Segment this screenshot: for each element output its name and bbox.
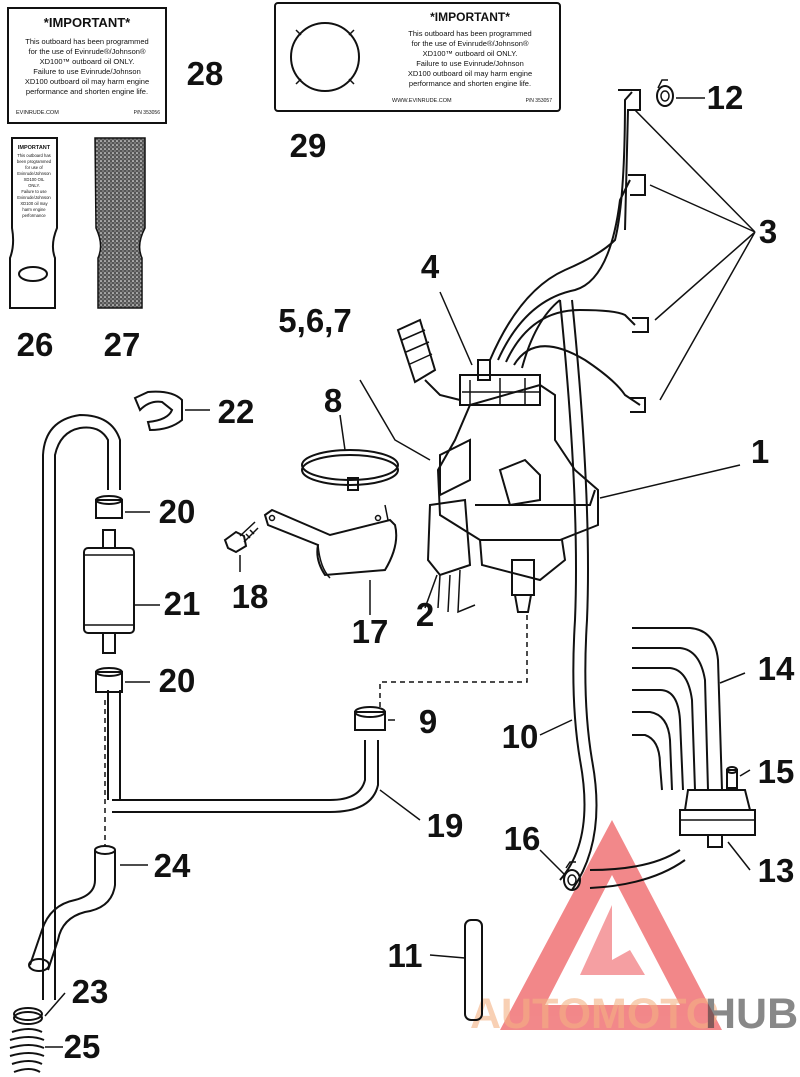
bolt-18: [223, 521, 259, 554]
tag-26-line: Failure to use: [21, 189, 47, 194]
tag-26-line: for use of: [25, 165, 43, 170]
clip-22: [133, 390, 183, 432]
callout-26: 26: [17, 326, 54, 363]
fuel-filter-21: [83, 529, 135, 654]
hose-10: [559, 299, 598, 891]
elbow-hose-24: [28, 845, 116, 972]
bracket-17: [263, 504, 398, 579]
clamp-16: [563, 849, 686, 891]
callout-8: 8: [324, 382, 342, 419]
callout-29: 29: [290, 127, 327, 164]
tag-26-line: Evinrude/Johnson: [17, 195, 51, 200]
fuel-pump-assembly: [396, 318, 599, 614]
callout-20-lower: 20: [159, 662, 196, 699]
decal-28-footer: EVINRUDE.COM: [16, 110, 59, 116]
connector-lines: [104, 615, 528, 845]
watermark-inner-mark-icon: [580, 905, 645, 975]
tag-27: [94, 137, 146, 309]
callout-24: 24: [154, 847, 191, 884]
callout-13: 13: [758, 852, 795, 889]
callout-21: 21: [164, 585, 201, 622]
decal-29-line: XD100™ outboard oil ONLY.: [423, 49, 518, 58]
callout-20-upper: 20: [159, 493, 196, 530]
callout-27: 27: [104, 326, 141, 363]
tag-26-heading: IMPORTANT: [18, 145, 51, 151]
callout-25: 25: [64, 1028, 101, 1065]
callout-1: 1: [751, 433, 769, 470]
decal-29: *IMPORTANT* This outboard has been progr…: [274, 2, 561, 112]
callout-5-6-7: 5,6,7: [278, 302, 351, 339]
strap-8: [301, 449, 399, 491]
callout-16: 16: [504, 820, 541, 857]
watermark-brand-part2: HUB: [705, 990, 798, 1038]
clamp-9: [354, 706, 386, 731]
callout-23: 23: [72, 973, 109, 1010]
decal-28-line: XD100™ outboard oil ONLY.: [40, 57, 135, 66]
fuel-lines-14: [632, 627, 723, 791]
decal-29-line: XD100 outboard oil may harm engine: [408, 69, 532, 78]
wire-harness: [489, 89, 649, 413]
callout-28: 28: [187, 55, 224, 92]
watermark-logo: [500, 820, 722, 1030]
callout-15: 15: [758, 753, 795, 790]
callout-4: 4: [421, 248, 440, 285]
sleeve-11: [464, 919, 483, 1021]
decal-29-line: performance and shorten engine life.: [409, 79, 531, 88]
callout-3: 3: [759, 213, 777, 250]
watermark-triangle-icon: [500, 820, 722, 1030]
tag-26-line: performance: [22, 213, 46, 218]
callout-22: 22: [218, 393, 255, 430]
decal-28-line: XD100 outboard oil may harm engine: [25, 77, 149, 86]
decal-28-line: performance and shorten engine life.: [26, 87, 148, 96]
callout-18: 18: [232, 578, 269, 615]
callout-12: 12: [707, 79, 744, 116]
decal-28-line: Failure to use Evinrude/Johnson: [33, 67, 141, 76]
callout-19: 19: [427, 807, 464, 844]
decal-28-line: This outboard has been programmed: [25, 37, 148, 46]
fitting-20-lower: [95, 667, 123, 693]
callout-11: 11: [388, 937, 423, 974]
decal-28: *IMPORTANT* This outboard has been progr…: [7, 7, 167, 124]
decal-28-part-no: P/N 353056: [134, 110, 161, 116]
hose-19: [42, 413, 379, 1000]
spring-25: [9, 1028, 45, 1073]
callout-10: 10: [502, 718, 539, 755]
tag-26-line: This outboard has: [17, 153, 51, 158]
tag-26-line: Evinrude/Johnson: [17, 171, 51, 176]
watermark-text: AUTOMOTO HUB: [470, 990, 798, 1038]
callout-17: 17: [352, 613, 389, 650]
clamp-23: [13, 1007, 43, 1025]
decal-29-line: for the use of Evinrude®/Johnson®: [412, 39, 529, 48]
clamp-12: [656, 79, 674, 107]
tag-26-line: XD100 OIL: [24, 177, 45, 182]
leader-lines: [44, 97, 756, 1048]
fitting-20-upper: [95, 495, 123, 519]
tag-26: IMPORTANT This outboard has been program…: [9, 137, 58, 309]
part-15: [726, 766, 738, 789]
callout-14: 14: [758, 650, 795, 687]
decal-29-line: This outboard has been programmed: [408, 29, 531, 38]
decal-29-line: Failure to use Evinrude/Johnson: [416, 59, 524, 68]
callout-labels: 1 2 3 4 5,6,7 8 9 10 11 12 13 14 15 16 1…: [17, 55, 795, 1065]
decal-29-heading: *IMPORTANT*: [430, 10, 510, 24]
tag-26-line: harm engine: [22, 207, 46, 212]
decal-29-footer: WWW.EVINRUDE.COM: [392, 98, 452, 104]
callout-2: 2: [416, 596, 434, 633]
callout-9: 9: [419, 703, 437, 740]
decal-28-heading: *IMPORTANT*: [44, 15, 131, 30]
tag-26-line: ONLY.: [28, 183, 40, 188]
tag-26-line: XD100 oil may: [20, 201, 48, 206]
tag-26-line: been programmed: [17, 159, 52, 164]
decal-29-part-no: P/N 353057: [526, 98, 553, 104]
decal-28-line: for the use of Evinrude®/Johnson®: [29, 47, 146, 56]
component-13: [679, 789, 756, 848]
watermark-brand-part1: AUTOMOTO: [470, 990, 719, 1038]
